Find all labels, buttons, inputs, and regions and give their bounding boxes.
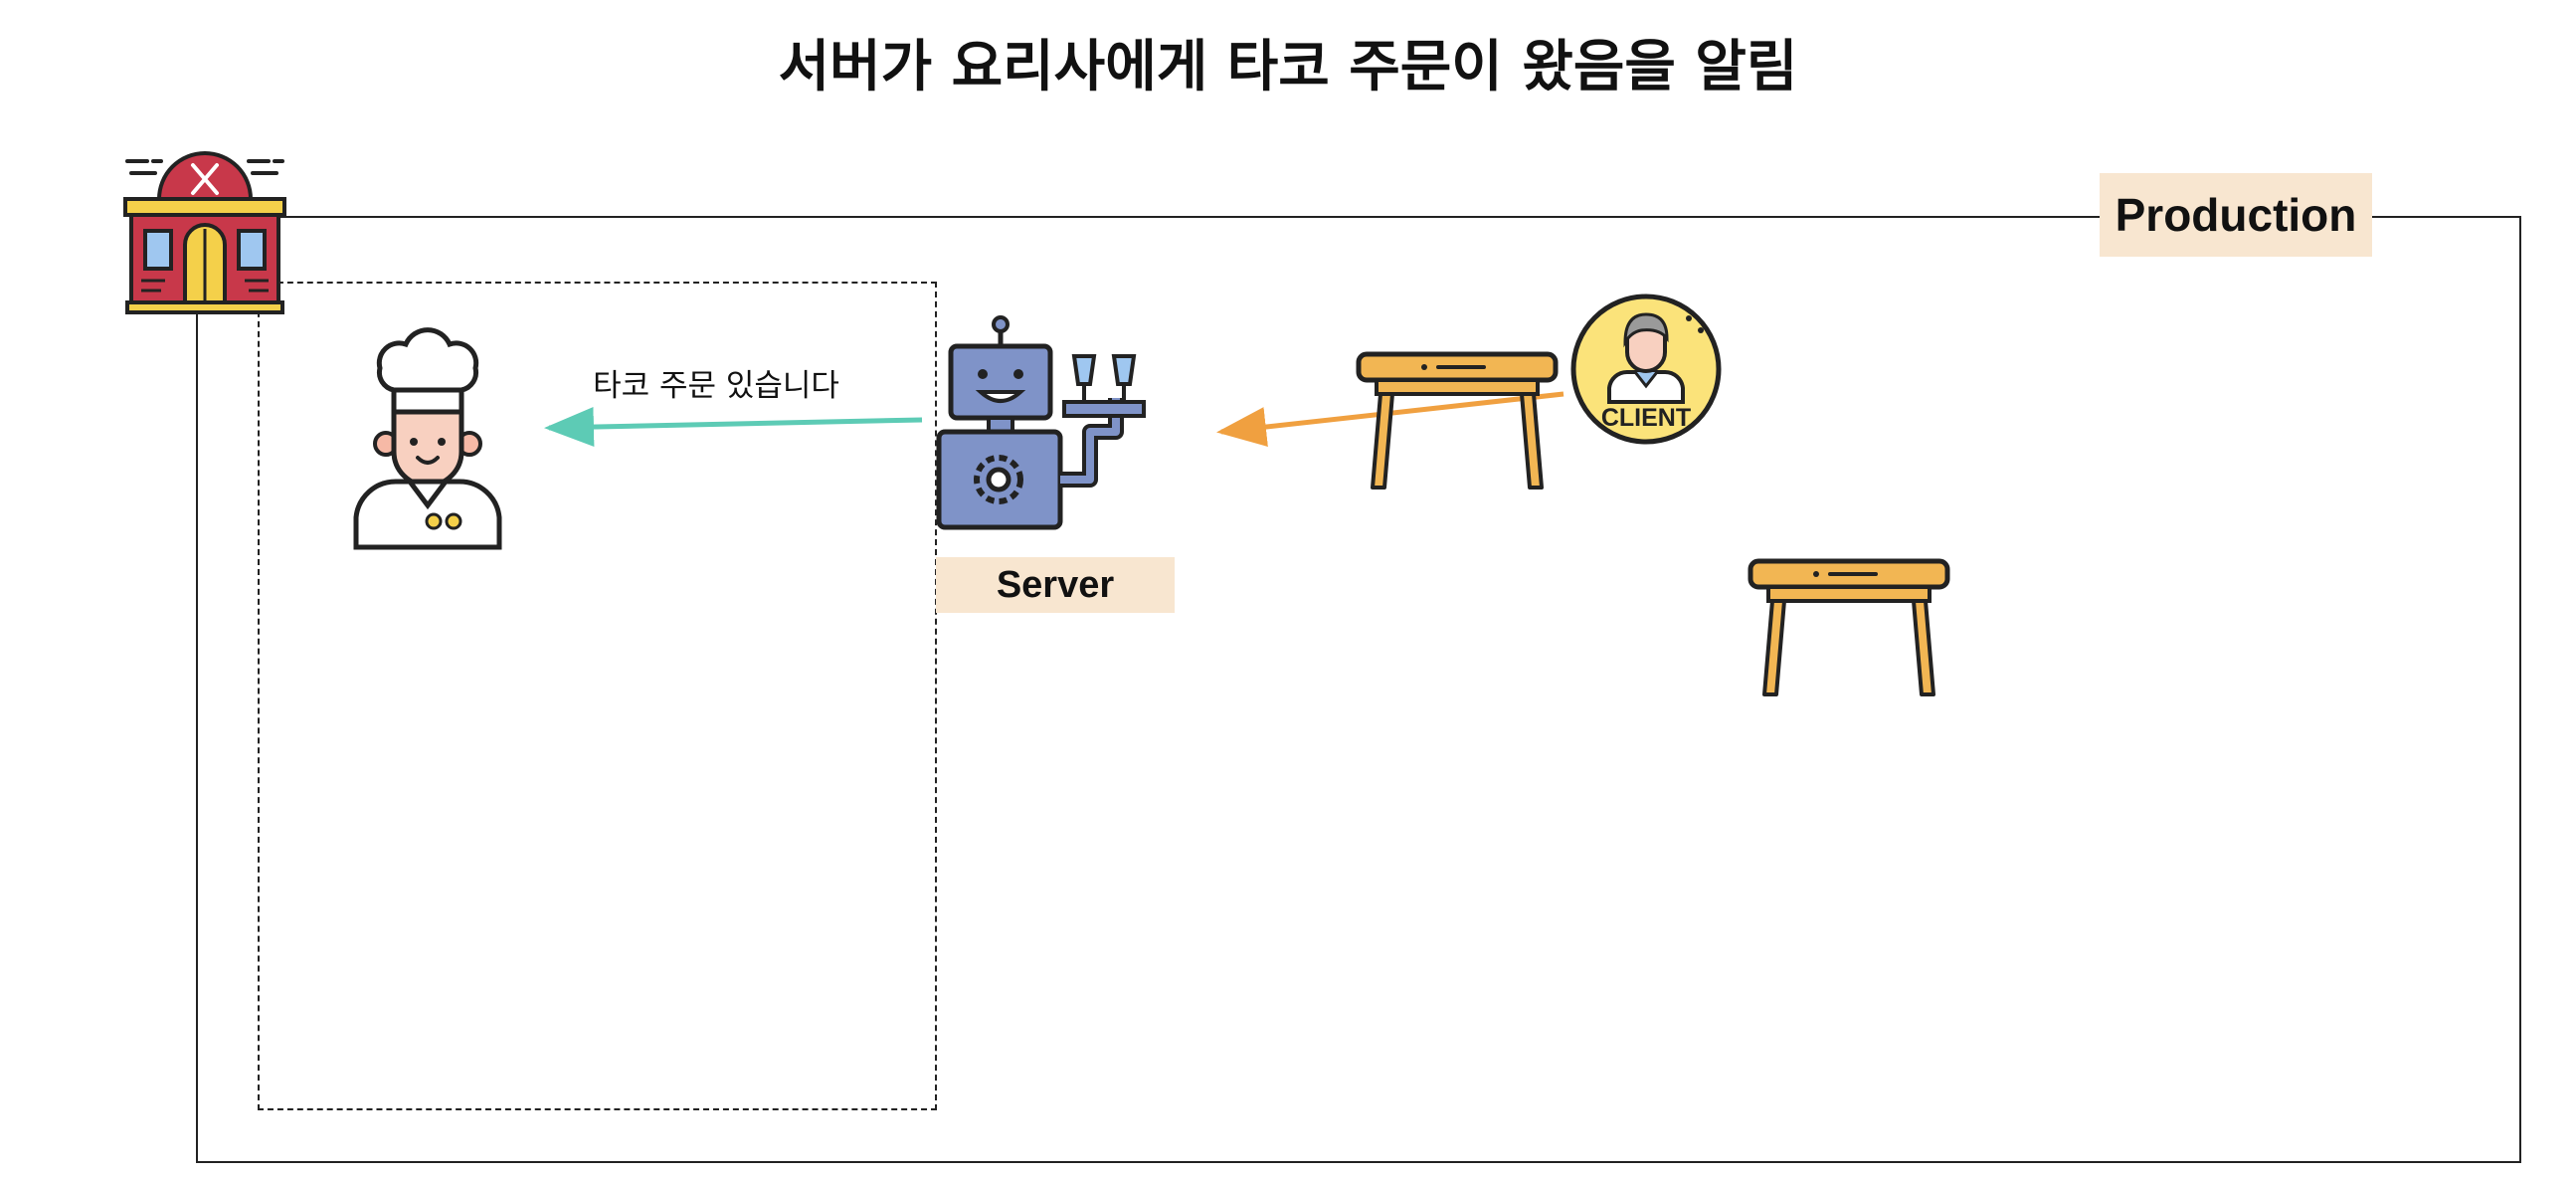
table-icon (1356, 351, 1559, 490)
server-label: Server (936, 557, 1175, 613)
production-boundary (196, 216, 2521, 1163)
order-message-label: 타코 주문 있습니다 (593, 368, 839, 404)
server-to-chef-arrow (544, 407, 923, 448)
robot-waiter-icon (936, 315, 1146, 530)
table-icon (1748, 558, 1950, 696)
client-avatar-icon: CLIENT (1570, 294, 1722, 445)
kitchen-boundary (258, 282, 937, 1110)
chef-icon (353, 327, 502, 550)
production-label: Production (2100, 173, 2372, 257)
restaurant-building-icon (123, 151, 286, 314)
diagram-title: 서버가 요리사에게 타코 주문이 왔음을 알림 (778, 35, 1798, 99)
client-badge-text: CLIENT (1601, 404, 1691, 432)
